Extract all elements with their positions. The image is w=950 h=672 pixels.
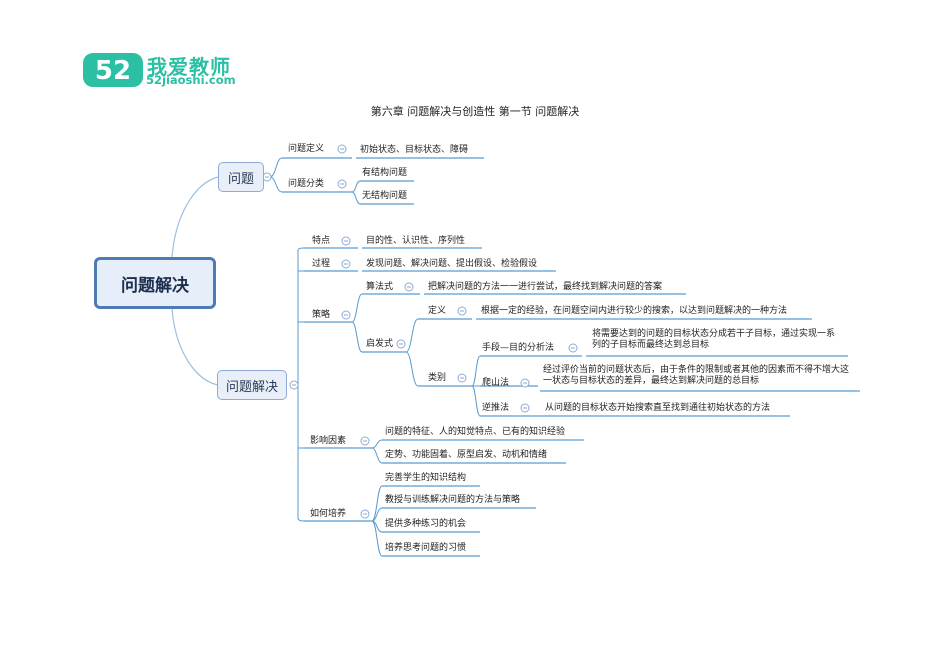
node-problem[interactable]: 问题 [218,162,264,192]
logo-url: 52jiaoshi.com [146,73,236,87]
leaf-process: 发现问题、解决问题、提出假设、检验假设 [366,259,538,269]
node-features[interactable]: 特点 [312,236,331,246]
leaf-unstructured-problem: 无结构问题 [362,191,408,201]
leaf-cultivation-3: 提供多种练习的机会 [385,519,467,529]
node-algorithm[interactable]: 算法式 [366,282,394,292]
logo-mark-text: 52 [95,56,131,86]
leaf-factor-2: 定势、功能固着、原型启发、动机和情绪 [385,450,548,460]
node-means-end[interactable]: 手段—目的分析法 [482,343,555,353]
node-problem-types[interactable]: 问题分类 [288,179,325,189]
leaf-cultivation-2: 教授与训练解决问题的方法与策略 [385,495,521,505]
leaf-means-end: 将需要达到的问题的目标状态分成若干子目标，通过实现一系列的子目标而最终达到总目标 [592,329,836,350]
node-strategy[interactable]: 策略 [312,310,331,320]
leaf-features: 目的性、认识性、序列性 [366,236,466,246]
leaf-hill-climbing: 经过评价当前的问题状态后，由于条件的限制或者其他的因素而不得不增大这一状态与目标… [543,365,850,386]
leaf-structured-problem: 有结构问题 [362,168,408,178]
leaf-factor-1: 问题的特征、人的知觉特点、已有的知识经验 [385,427,566,437]
node-problem-definition[interactable]: 问题定义 [288,144,325,154]
node-backward[interactable]: 逆推法 [482,403,510,413]
page-title: 第六章 问题解决与创造性 第一节 问题解决 [370,105,580,118]
node-heuristic-definition[interactable]: 定义 [428,306,447,316]
logo-icon: 52 [83,53,143,87]
node-factors[interactable]: 影响因素 [310,436,347,446]
leaf-cultivation-4: 培养思考问题的习惯 [385,543,467,553]
leaf-algorithm: 把解决问题的方法一一进行尝试，最终找到解决问题的答案 [428,282,663,292]
leaf-heuristic-definition: 根据一定的经验，在问题空间内进行较少的搜索，以达到问题解决的一种方法 [481,306,788,316]
leaf-cultivation-1: 完善学生的知识结构 [385,473,467,483]
root-node[interactable]: 问题解决 [94,257,216,309]
node-hill-climbing[interactable]: 爬山法 [482,378,510,388]
leaf-problem-definition: 初始状态、目标状态、障碍 [360,145,469,155]
node-process[interactable]: 过程 [312,259,331,269]
node-cultivation[interactable]: 如何培养 [310,509,347,519]
leaf-backward: 从问题的目标状态开始搜索直至找到通往初始状态的方法 [545,403,771,413]
node-heuristic-types[interactable]: 类别 [428,373,447,383]
logo-text: 我爱教师 [147,55,231,79]
node-problem-solving[interactable]: 问题解决 [217,370,287,400]
node-heuristic[interactable]: 启发式 [366,339,394,349]
